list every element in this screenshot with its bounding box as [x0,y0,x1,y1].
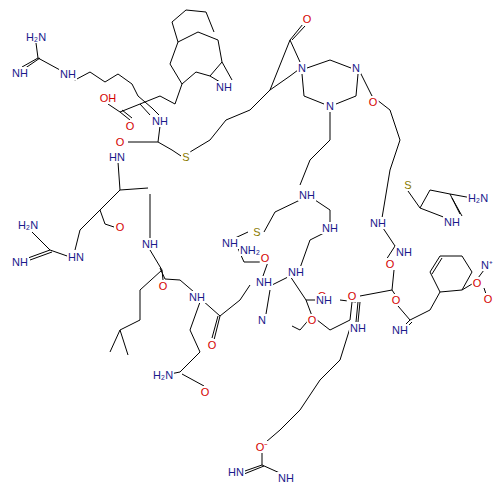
atom-label: S [181,151,190,163]
atom-label: O [483,293,494,305]
atom-label: NH [369,217,387,229]
atom-label: NH₂ [239,244,261,256]
atom-label: O [200,386,211,398]
atom-label: HN [227,466,245,478]
atom-label: O [125,120,136,132]
atom-label: O [347,290,358,302]
atom-label: NH [255,276,273,288]
atom-label: NH [11,67,29,79]
atom-label: NH [315,294,333,306]
atom-label: NH [59,68,77,80]
atom-label: O [391,294,402,306]
atom-label: NH [221,237,239,249]
atom-label: NH [443,216,461,228]
atom-label: O [385,258,396,270]
atom-label: H₂N [152,369,174,381]
atom-label: O [158,280,169,292]
atom-label: O [368,96,379,108]
atom-label: O [115,221,126,233]
atom-label: NH [141,238,159,250]
atom-label: N [257,314,267,326]
atom-label: NH [151,115,169,127]
atom-label: H₂N [467,192,489,204]
atom-label: N⁺ [480,259,494,271]
atom-label: N [325,100,335,112]
atom-label: HN [67,251,85,263]
atom-label: S [252,226,261,238]
atom-label: NH [395,246,413,258]
atom-label: NH [321,222,339,234]
atom-label: NH [188,291,206,303]
atom-label: O [472,277,483,289]
atom-label: NH [391,324,409,336]
atom-label: O [260,252,271,264]
atom-label: HN [108,151,126,163]
atom-label: NH [298,189,316,201]
atom-label: NH [11,256,29,268]
atom-label: S [403,179,412,191]
atom-label: NH [215,81,233,93]
atom-label: O [302,13,313,25]
atom-label: NH [287,266,305,278]
atom-label: O [207,339,218,351]
atom-label: NH [349,322,367,334]
atom-label: O [115,136,126,148]
bond-lines [22,10,486,474]
atom-label: O⁻ [255,441,270,453]
atom-label: N [351,62,361,74]
atom-label: OH [99,92,118,104]
atom-label: H₂N [25,31,47,43]
atom-label: H₂N [17,219,39,231]
atom-label: O [307,314,318,326]
atom-label: NH [277,472,295,484]
atom-label: N [297,62,307,74]
